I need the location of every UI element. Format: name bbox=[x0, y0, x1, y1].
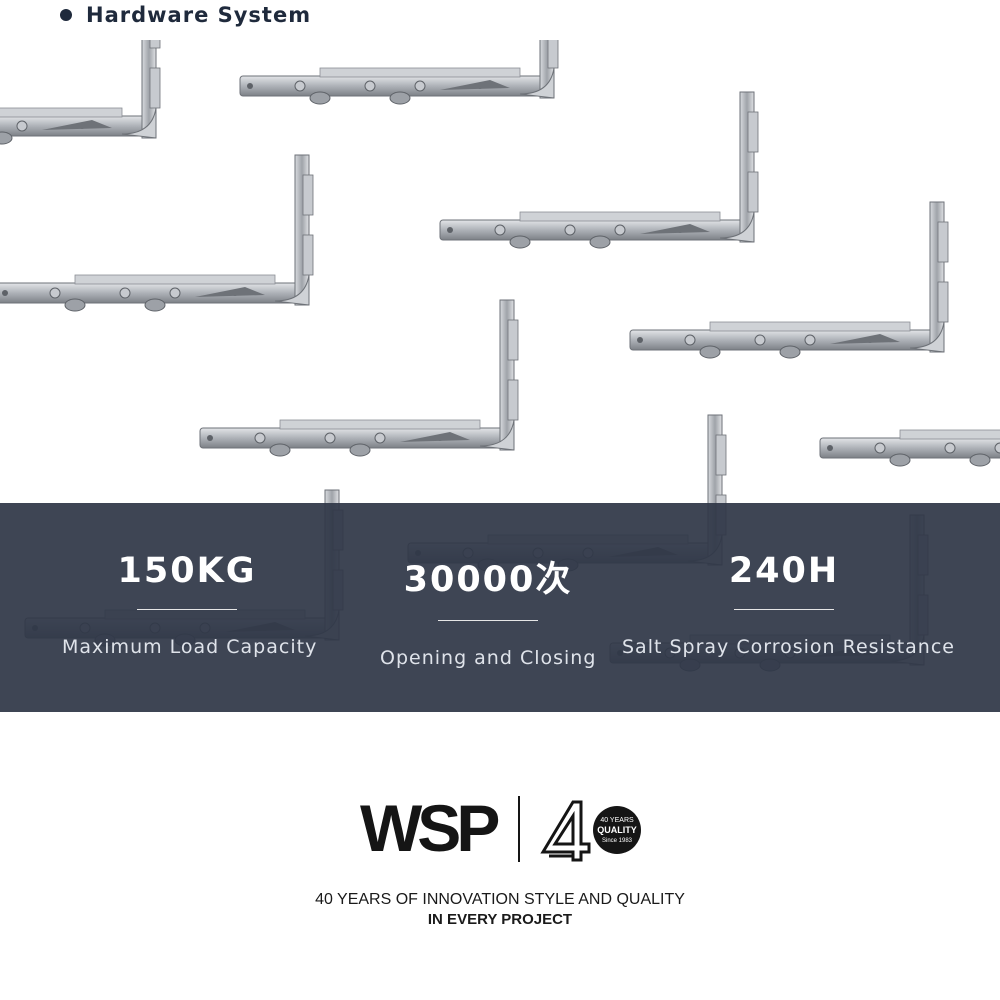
stat-label: Opening and Closing bbox=[380, 647, 597, 669]
hinge-image bbox=[0, 154, 314, 312]
badge-line-3: Since 1983 bbox=[602, 838, 633, 844]
badge-line-2: QUALITY bbox=[597, 825, 637, 835]
hinge-image bbox=[239, 40, 559, 105]
section-title-text: Hardware System bbox=[86, 3, 312, 27]
tagline-line-2: IN EVERY PROJECT bbox=[427, 911, 573, 928]
hinge-image bbox=[199, 299, 519, 457]
stat-divider bbox=[438, 620, 538, 621]
stat-divider bbox=[734, 609, 834, 610]
section-title: Hardware System bbox=[60, 0, 311, 30]
stat-value: 240H bbox=[728, 551, 840, 591]
stat-label: Maximum Load Capacity bbox=[62, 636, 318, 658]
tagline-line-1: 40 YEARS OF INNOVATION STYLE AND QUALITY bbox=[315, 891, 685, 908]
wsp-logo-text: WSP bbox=[360, 791, 500, 865]
stat-value: 150KG bbox=[117, 551, 257, 591]
stat-label: Salt Spray Corrosion Resistance bbox=[622, 636, 955, 658]
stat-value: 30000次 bbox=[403, 560, 573, 600]
stats-band: 150KG Maximum Load Capacity 30000次 Openi… bbox=[0, 503, 1000, 712]
stat-divider bbox=[137, 609, 237, 610]
forty-years-badge-icon: 40 YEARS QUALITY Since 1983 bbox=[540, 800, 641, 862]
stat-load-capacity: 150KG Maximum Load Capacity bbox=[62, 551, 318, 691]
bullet-dot-icon bbox=[60, 9, 72, 21]
hinge-image bbox=[439, 91, 759, 249]
stat-cycles: 30000次 Opening and Closing bbox=[380, 551, 596, 691]
hinge-image bbox=[0, 40, 161, 145]
logo-divider bbox=[518, 796, 520, 862]
badge-line-1: 40 YEARS bbox=[600, 817, 634, 824]
stat-corrosion: 240H Salt Spray Corrosion Resistance bbox=[622, 551, 955, 691]
brand-logo: WSP 40 YEARS QUALITY Since 1983 bbox=[360, 790, 660, 870]
